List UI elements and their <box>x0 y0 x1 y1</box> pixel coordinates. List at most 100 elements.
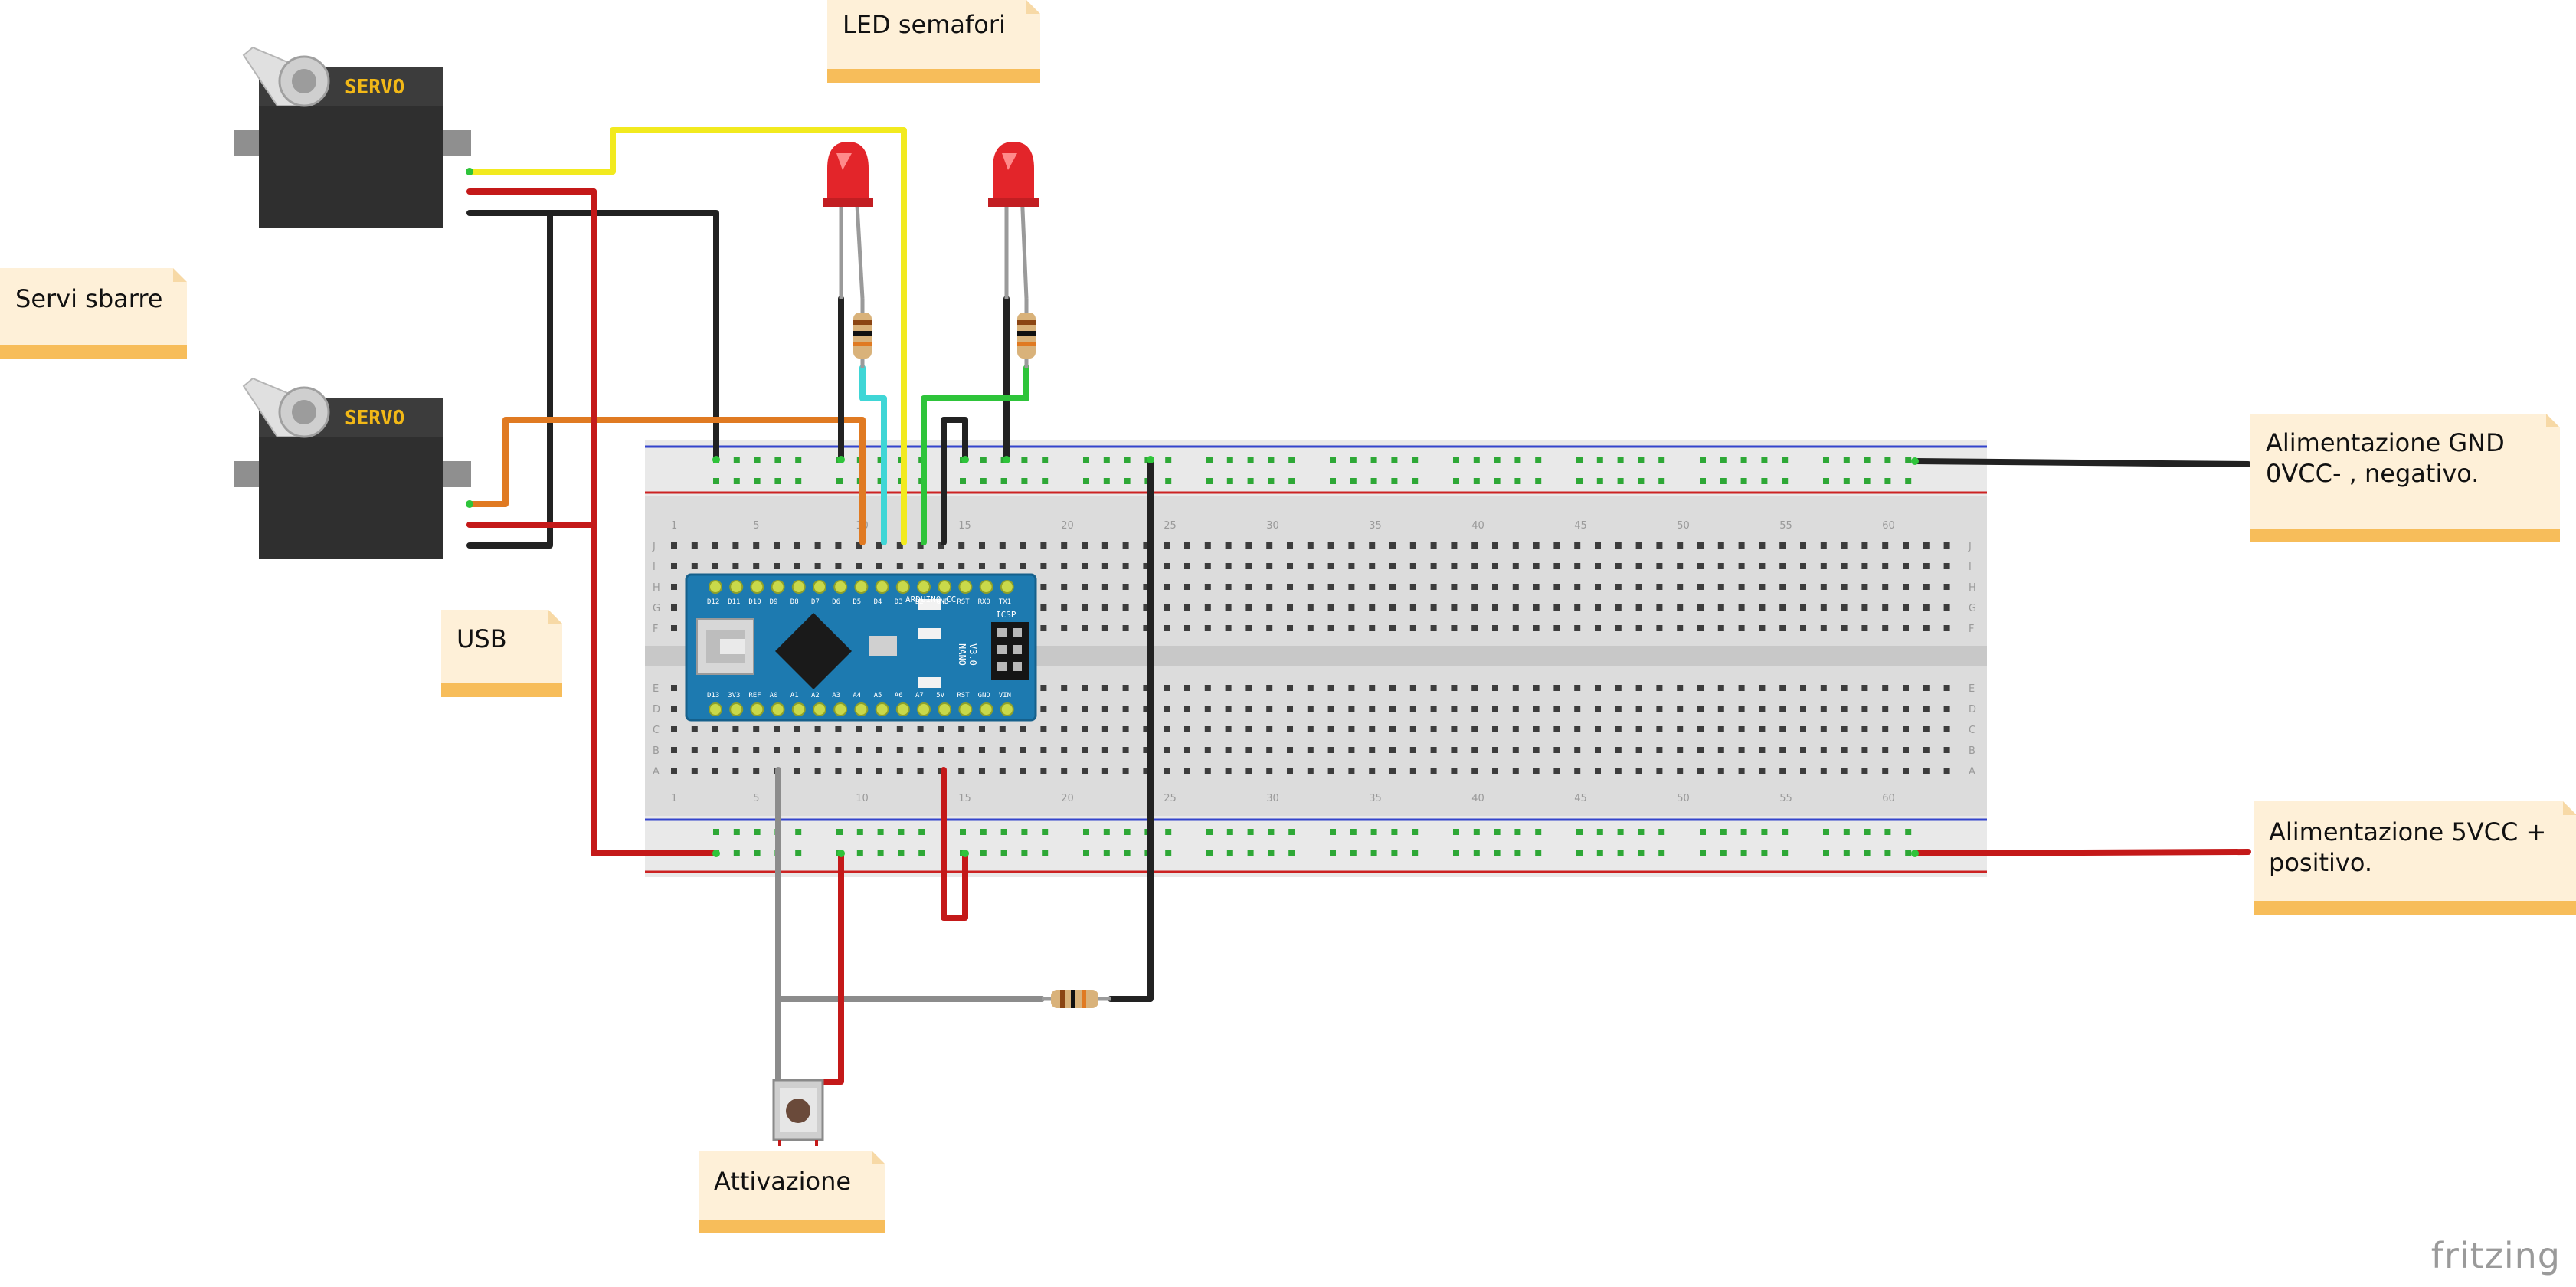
row-letter: A <box>1969 766 1975 778</box>
nano-pin-top <box>729 580 744 594</box>
wires <box>466 127 2251 1085</box>
row-letter: A <box>653 766 660 778</box>
col-number: 5 <box>753 520 759 532</box>
row-letter: H <box>653 582 660 594</box>
row-letter: C <box>1969 725 1975 736</box>
resistor-led-2 <box>1017 299 1036 368</box>
row-letter: B <box>1969 745 1975 757</box>
note-servi-sbarre-text: Servi sbarre <box>15 284 163 313</box>
icsp-header <box>991 622 1029 680</box>
nano-pin-label: D4 <box>874 598 882 606</box>
note-attivazione-text: Attivazione <box>714 1167 852 1196</box>
wire-black-gnd-supply <box>1912 458 2251 467</box>
col-number: 10 <box>856 793 869 804</box>
icsp-pin <box>1013 662 1022 671</box>
col-number: 50 <box>1677 793 1690 804</box>
nano-pin-bottom <box>1000 702 1014 716</box>
nano-pin-top <box>895 580 910 594</box>
nano-pin-top <box>771 580 785 594</box>
nano-pin-bottom <box>917 702 931 716</box>
col-number: 20 <box>1061 793 1074 804</box>
nano-pin-bottom <box>979 702 993 716</box>
note-alimentazione-vcc: Alimentazione 5VCC + positivo. <box>2254 801 2576 915</box>
note-attivazione: Attivazione <box>699 1151 885 1233</box>
col-number: 15 <box>958 520 971 532</box>
nano-pin-top <box>1000 580 1014 594</box>
nano-pin-label: D2 <box>915 598 924 606</box>
nano-pin-top <box>854 580 869 594</box>
col-number: 1 <box>671 793 677 804</box>
nano-pin-label: GND <box>978 692 990 699</box>
nano-pin-label: TX1 <box>999 598 1011 606</box>
nano-pin-top <box>917 580 931 594</box>
nano-pin-label: D3 <box>895 598 903 606</box>
row-letter: F <box>1969 624 1974 635</box>
col-number: 30 <box>1266 793 1279 804</box>
wire-yellow-signal <box>466 127 907 545</box>
power-rail-bottom <box>645 816 1987 877</box>
nano-pin-label: D6 <box>832 598 840 606</box>
col-number: 55 <box>1779 793 1792 804</box>
servo-top-label: SERVO <box>345 76 404 99</box>
wire-black-pulldown <box>1108 457 1154 1002</box>
nano-pin-label: D10 <box>748 598 761 606</box>
row-letter: I <box>653 562 656 573</box>
row-letter: E <box>1969 683 1975 695</box>
nano-pin-label: 5V <box>936 692 944 699</box>
nano-pin-bottom <box>750 702 764 716</box>
nano-pin-bottom <box>958 702 973 716</box>
col-number: 15 <box>958 793 971 804</box>
nano-pin-top <box>791 580 806 594</box>
nano-pin-label: A4 <box>853 692 861 699</box>
nano-pin-bottom <box>854 702 869 716</box>
nano-pin-bottom <box>895 702 910 716</box>
icsp-pin <box>997 662 1007 671</box>
nano-pin-bottom <box>813 702 826 716</box>
nano-pin-bottom <box>791 702 806 716</box>
nano-pin-bottom <box>771 702 785 716</box>
note-usb: USB <box>441 610 562 697</box>
nano-pin-label: VIN <box>999 692 1011 699</box>
servo-bottom-label: SERVO <box>345 407 404 430</box>
wire-red-vcc-supply <box>1912 849 2251 856</box>
nano-pin-bottom <box>938 702 952 716</box>
nano-pin-bottom <box>875 702 889 716</box>
nano-pin-label: D13 <box>707 692 719 699</box>
nano-pin-label: A6 <box>895 692 903 699</box>
led-2 <box>988 142 1039 300</box>
wire-black-servo-link <box>466 210 553 549</box>
nano-pin-label: 3V3 <box>728 692 740 699</box>
nano-pin-label: RST <box>957 598 970 606</box>
mcu-chip <box>775 613 852 689</box>
nano-pin-top <box>875 580 889 594</box>
note-alimentazione-gnd-text: Alimentazione GND 0VCC- , negativo. <box>2266 428 2505 488</box>
note-alimentazione-gnd: Alimentazione GND 0VCC- , negativo. <box>2250 414 2560 542</box>
icsp-pin <box>997 628 1007 637</box>
row-letter: G <box>1969 603 1976 614</box>
nano-pin-label: D12 <box>707 598 719 606</box>
col-number: 25 <box>1164 520 1177 532</box>
nano-pin-label: RX0 <box>978 598 990 606</box>
note-usb-text: USB <box>457 624 507 653</box>
nano-pin-label: D8 <box>790 598 799 606</box>
note-led-semafori-text: LED semafori <box>843 10 1006 39</box>
wire-green-led2 <box>921 365 1029 545</box>
col-number: 40 <box>1471 793 1484 804</box>
nano-pin-label: GND <box>936 598 948 606</box>
nano-pin-label: A1 <box>790 692 799 699</box>
col-number: 1 <box>671 520 677 532</box>
nano-pin-label: D7 <box>811 598 820 606</box>
nano-pin-top <box>979 580 993 594</box>
row-letter: F <box>653 624 658 635</box>
note-alimentazione-vcc-text: Alimentazione 5VCC + positivo. <box>2269 817 2547 877</box>
wire-red-arduino-5v <box>941 767 968 921</box>
row-letter: D <box>1969 704 1976 716</box>
nano-pin-top <box>833 580 848 594</box>
note-servi-sbarre: Servi sbarre <box>0 268 187 359</box>
wire-black-arduino-gnd <box>941 417 968 545</box>
col-number: 20 <box>1061 520 1074 532</box>
servo-bottom: SERVO <box>234 377 471 559</box>
row-letter: G <box>653 603 660 614</box>
nano-pin-label: REF <box>748 692 761 699</box>
